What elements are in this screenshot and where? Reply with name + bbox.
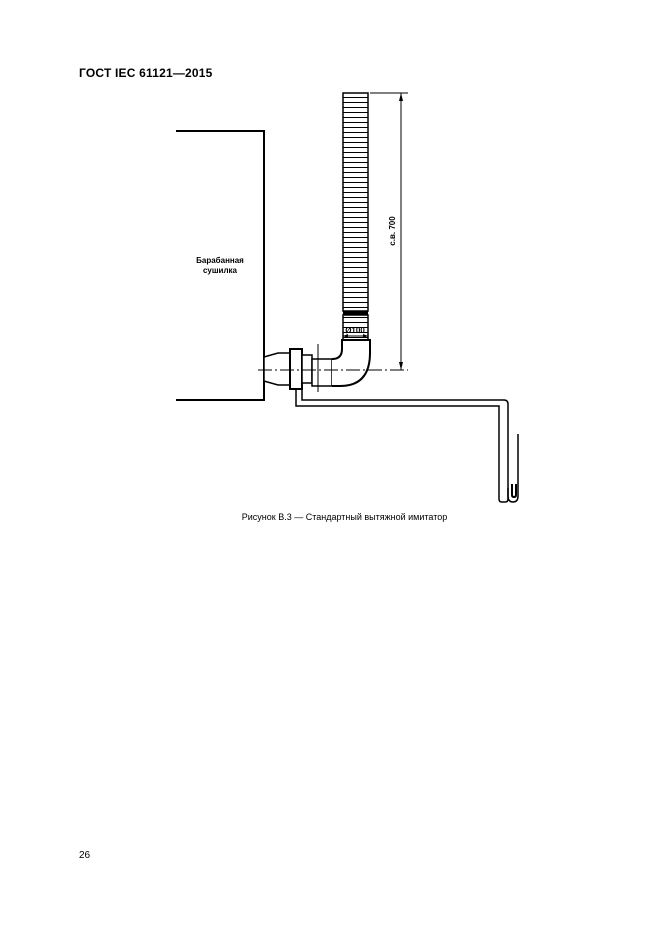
diameter-label: Ø100 [345,326,365,335]
coupling [289,348,303,390]
manometer-fluid [511,484,517,499]
pipe-stub [311,358,333,387]
manometer-u-tube [507,434,519,503]
document-header: ГОСТ IEC 61121—2015 [79,66,213,80]
duct-end-band [343,311,368,315]
pipe-elbow [331,339,371,387]
exhaust-nozzle [263,352,291,386]
page-number: 26 [79,850,91,861]
height-label: с.в. 700 [388,216,397,246]
dryer-label-line2: сушилка [203,266,238,275]
pressure-tube [295,388,509,503]
dryer-label-line1: Барабанная [196,256,244,265]
corrugated-duct [342,92,369,312]
dryer-cabinet [176,130,265,401]
figure-caption: Рисунок В.3 — Стандартный вытяжной имита… [241,512,448,522]
coupling-inner [301,354,313,384]
